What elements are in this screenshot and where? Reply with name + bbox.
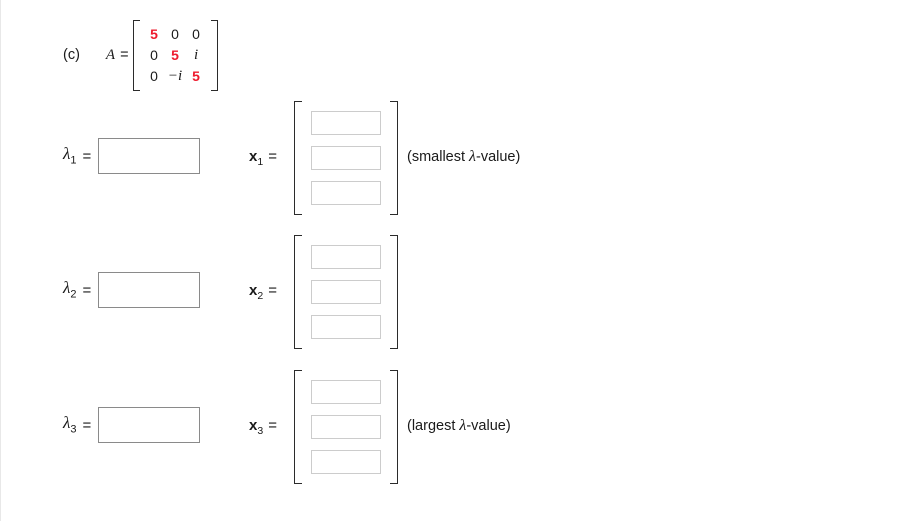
vector-bracket-left — [293, 235, 302, 349]
note-suffix: -value) — [475, 149, 521, 165]
vector-bracket-left — [293, 101, 302, 215]
eigenvector-field-group-3: x3 = — [249, 367, 398, 487]
problem-statement: (c) A = 5 0 0 0 5 i 0 −i 5 — [63, 18, 218, 92]
eigenvalue-input-2[interactable] — [98, 272, 201, 308]
lambda-subscript: 1 — [70, 154, 77, 167]
matrix-row: 0 −i 5 — [144, 66, 207, 87]
eigenvector-matrix-1 — [293, 101, 398, 215]
answer-group-2: λ2 = x2= — [1, 232, 898, 352]
eigenvector-input-1-row-1[interactable] — [310, 111, 381, 135]
answer-group-3: λ3 = x3= (largest λ-value) — [1, 367, 898, 487]
matrix-cell-r3c3: 5 — [192, 68, 200, 84]
vector-bracket-right — [389, 370, 398, 484]
eigenvector-matrix-3 — [293, 370, 398, 484]
eigenvector-input-1-row-3[interactable] — [310, 181, 381, 205]
eigenvalue-equals-sign-1: = — [82, 147, 92, 165]
eigenvector-input-2-row-1[interactable] — [310, 245, 381, 269]
eigenvalue-field-group-1: λ1 = — [63, 138, 201, 174]
eigenvalue-note-3: (largest λ-value) — [407, 418, 511, 434]
matrix-cell-r3c2: −i — [167, 67, 183, 84]
matrix-equation: A = 5 0 0 0 5 i 0 −i 5 — [105, 19, 218, 91]
vector-cells — [302, 370, 390, 484]
eigenvector-input-2-row-2[interactable] — [310, 280, 381, 304]
vector-symbol: x — [249, 147, 258, 165]
matrix-bracket-left — [132, 19, 140, 91]
eigenvector-input-3-row-2[interactable] — [310, 415, 381, 439]
vector-cells — [302, 235, 390, 349]
vector-symbol: x — [249, 416, 258, 434]
note-lambda-symbol: λ — [469, 148, 476, 165]
eigenvector-input-3-row-3[interactable] — [310, 450, 381, 474]
vector-subscript: 1 — [257, 155, 264, 168]
matrix-row: 5 0 0 — [144, 24, 207, 45]
vector-cells — [302, 101, 390, 215]
eigenvalue-equals-sign-2: = — [82, 281, 92, 299]
eigenvector-label-3: x3 = — [249, 418, 277, 437]
matrix-body: 5 0 0 0 5 i 0 −i 5 — [140, 20, 211, 91]
lambda-subscript: 3 — [70, 423, 77, 436]
note-prefix: (smallest — [407, 149, 470, 165]
eigenvalue-label-1: λ1 — [63, 145, 77, 166]
matrix-equals-sign: = — [120, 47, 129, 63]
matrix-cell-r1c2: 0 — [171, 26, 179, 42]
eigenvector-input-2-row-3[interactable] — [310, 315, 381, 339]
matrix-bracket-right — [210, 19, 218, 91]
lambda-symbol: λ — [63, 278, 71, 298]
matrix-cell-r3c1: 0 — [150, 68, 158, 84]
part-label: (c) — [63, 46, 80, 63]
vector-bracket-left — [293, 370, 302, 484]
eigenvalue-label-2: λ2 — [63, 279, 77, 300]
eigenvector-equals-sign-2: = — [268, 281, 277, 299]
lambda-symbol: λ — [63, 413, 71, 433]
eigenvector-matrix-2 — [293, 235, 398, 349]
eigenvalue-equals-sign-3: = — [82, 416, 92, 434]
vector-subscript: 2 — [257, 289, 264, 302]
eigenvector-field-group-2: x2 = — [249, 232, 398, 352]
note-lambda-symbol: λ — [459, 417, 467, 434]
note-suffix: -value) — [466, 418, 511, 434]
eigenvalue-input-3[interactable] — [98, 407, 201, 443]
matrix-cell-r1c1: 5 — [150, 26, 158, 42]
matrix-variable-label: A — [105, 46, 116, 63]
matrix-row: 0 5 i — [144, 45, 207, 66]
vector-bracket-right — [389, 235, 398, 349]
eigenvalue-field-group-2: λ2 = — [63, 272, 201, 308]
eigenvalue-input-1[interactable] — [98, 138, 201, 174]
eigenvector-label-2: x2 = — [249, 283, 277, 302]
eigenvalue-label-3: λ3 — [63, 414, 77, 435]
eigenvector-input-1-row-2[interactable] — [310, 146, 381, 170]
eigenvalue-note-1: (smallest λ-value) — [407, 149, 520, 165]
eigenvector-field-group-1: x1 = — [249, 98, 398, 218]
eigenvector-input-3-row-1[interactable] — [310, 380, 381, 404]
vector-bracket-right — [389, 101, 398, 215]
lambda-subscript: 2 — [70, 288, 77, 301]
matrix-cell-r2c3: i — [193, 46, 199, 63]
eigenvector-equals-sign-1: = — [268, 147, 277, 165]
matrix-cell-r1c3: 0 — [192, 26, 200, 42]
matrix-cell-r2c1: 0 — [150, 47, 158, 63]
eigenvector-label-1: x1 = — [249, 149, 277, 168]
vector-symbol: x — [249, 281, 258, 299]
vector-subscript: 3 — [257, 424, 264, 437]
eigenvector-equals-sign-3: = — [268, 416, 277, 434]
note-prefix: (largest — [407, 418, 460, 434]
lambda-symbol: λ — [63, 144, 71, 164]
answer-group-1: λ1 = x1= (smallest λ-value) — [1, 98, 898, 218]
matrix-cell-r2c2: 5 — [171, 47, 179, 63]
eigenvalue-field-group-3: λ3 = — [63, 407, 201, 443]
